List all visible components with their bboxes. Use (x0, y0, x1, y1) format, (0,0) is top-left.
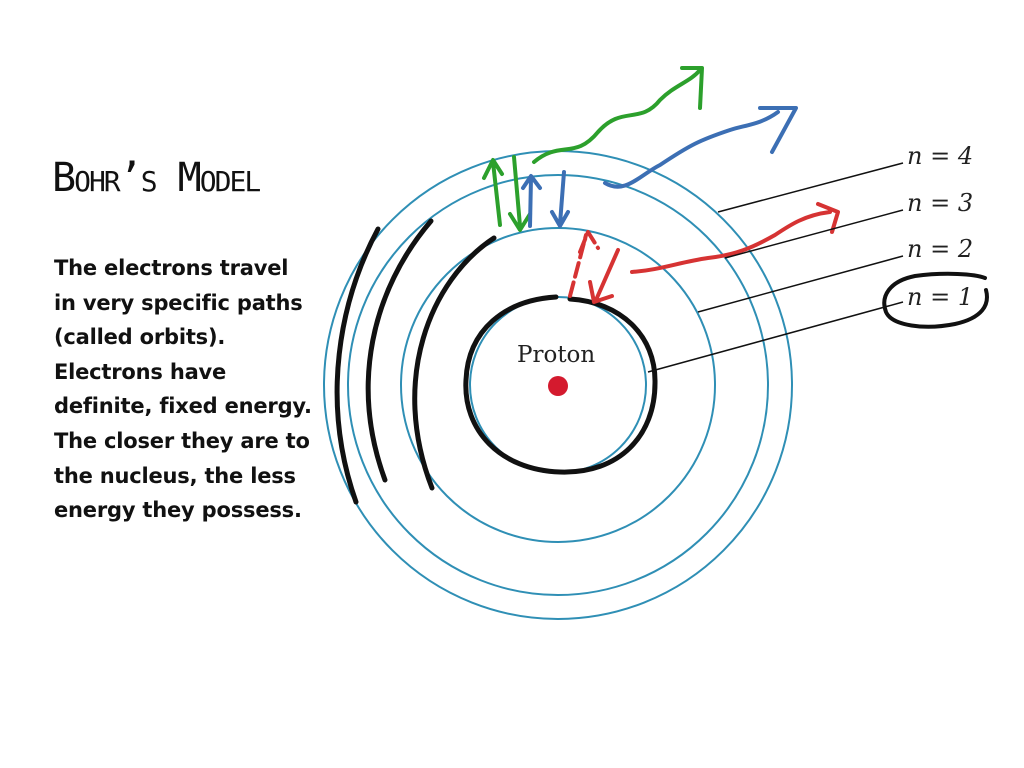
blue-transition-up-arrow (521, 174, 542, 228)
slide-body-text: The electrons travel in very specific pa… (54, 256, 312, 523)
slide-title: Bohr’s Model (52, 155, 261, 201)
orbit-n3 (347, 174, 769, 596)
label-line-n4 (717, 162, 904, 213)
label-line-n2 (697, 255, 904, 313)
green-transition-up-arrow (482, 158, 504, 227)
orbit-label-n4: n = 4 (907, 142, 973, 170)
orbit-arc-marker-middle (365, 218, 434, 483)
proton-label: Proton (517, 342, 595, 368)
blue-transition-down-arrow (550, 170, 570, 228)
green-transition-down-arrow (508, 155, 532, 232)
red-transition-up-arrow (568, 230, 600, 298)
orbit-arc-marker-inner (412, 235, 497, 491)
n1-label-highlight-circle (882, 271, 989, 329)
red-photon-wave (630, 202, 840, 274)
orbit-label-n2: n = 2 (907, 235, 973, 263)
blue-photon-wave (603, 106, 798, 189)
orbit-label-n1: n = 1 (907, 283, 973, 311)
label-line-n1 (647, 301, 904, 373)
orbit-arc-marker-outer (334, 226, 381, 505)
proton-dot (548, 376, 568, 396)
n1-marker-trace (463, 294, 658, 475)
label-line-n3 (724, 209, 904, 259)
green-photon-wave (532, 66, 704, 164)
orbit-label-n3: n = 3 (907, 189, 973, 217)
red-transition-down-arrow (588, 248, 620, 304)
orbit-n2 (400, 227, 716, 543)
